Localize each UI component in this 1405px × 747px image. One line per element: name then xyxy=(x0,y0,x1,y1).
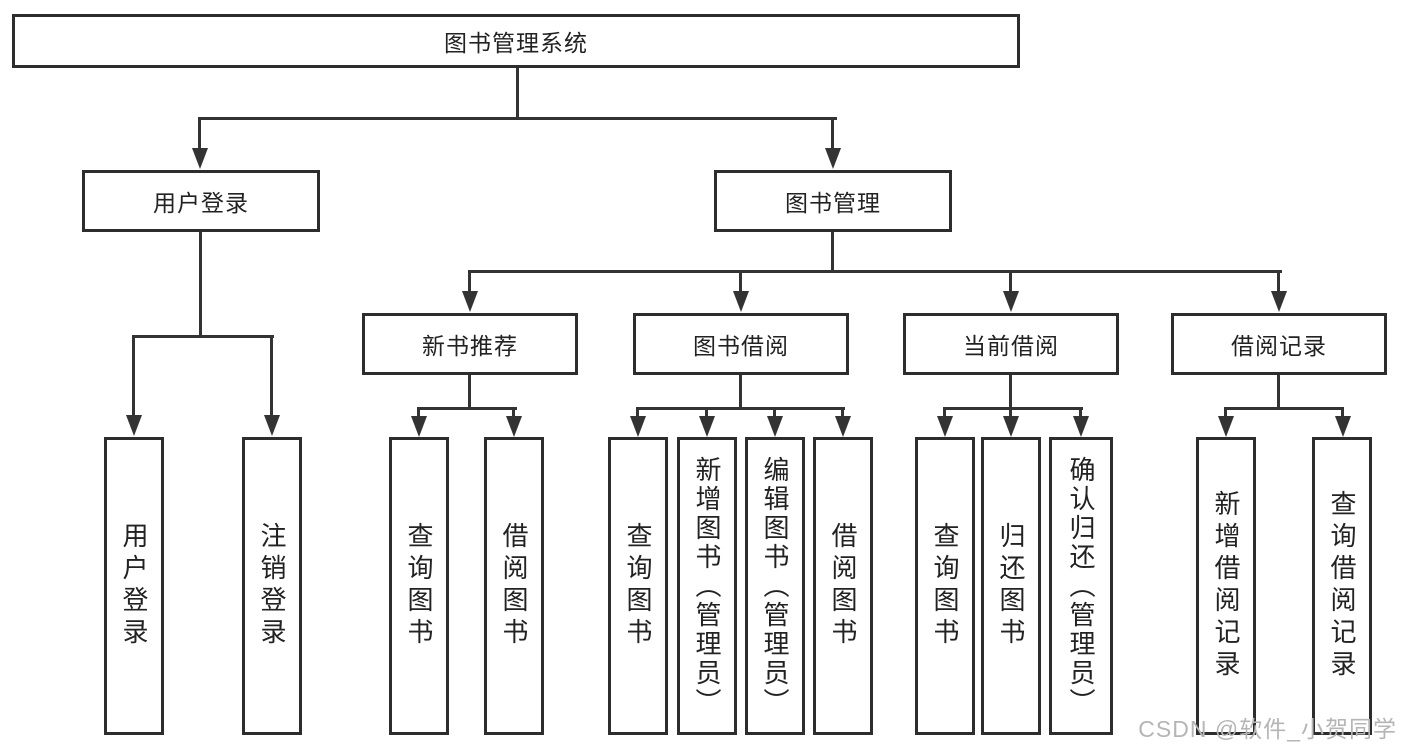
connector-line xyxy=(1341,407,1344,417)
connector-line xyxy=(468,375,471,410)
node-label: 新增借阅记录 xyxy=(1211,490,1241,682)
arrowhead-icon xyxy=(506,416,522,437)
arrowhead-icon xyxy=(733,291,749,312)
connector-line xyxy=(1009,270,1012,293)
connector-line xyxy=(636,407,845,410)
connector-line xyxy=(1079,407,1082,417)
connector-line xyxy=(199,232,202,337)
node-user-login: 用户登录 xyxy=(82,170,320,232)
arrowhead-icon xyxy=(462,291,478,312)
csdn-watermark: CSDN @软件_小贺同学 xyxy=(1138,716,1397,742)
leaf-add-borrow-record: 新增借阅记录 xyxy=(1196,437,1256,735)
arrowhead-icon xyxy=(630,416,646,437)
arrowhead-icon xyxy=(411,416,427,437)
node-label: 归还图书 xyxy=(996,522,1026,650)
connector-line xyxy=(1009,407,1012,417)
arrowhead-icon xyxy=(126,415,142,436)
leaf-query-books-2: 查询图书 xyxy=(608,437,668,735)
node-label: 注销登录 xyxy=(257,522,287,650)
leaf-query-books-3: 查询图书 xyxy=(915,437,975,735)
connector-line xyxy=(132,335,135,416)
node-label: 图书管理 xyxy=(785,190,881,216)
connector-line xyxy=(132,335,274,338)
connector-line xyxy=(1277,375,1280,410)
arrowhead-icon xyxy=(699,416,715,437)
connector-line xyxy=(512,407,515,417)
arrowhead-icon xyxy=(825,148,841,169)
connector-line xyxy=(417,407,517,410)
node-label: 查询图书 xyxy=(404,522,434,650)
leaf-logout: 注销登录 xyxy=(242,437,302,735)
leaf-confirm-return-admin: 确认归还（管理员） xyxy=(1049,437,1113,735)
arrowhead-icon xyxy=(1003,416,1019,437)
node-label: 当前借阅 xyxy=(963,333,1059,359)
node-root-system: 图书管理系统 xyxy=(12,14,1020,68)
connector-line xyxy=(831,117,834,149)
node-label: 用户登录 xyxy=(153,190,249,216)
node-label: 借阅图书 xyxy=(499,522,529,650)
connector-line xyxy=(739,375,742,410)
connector-line xyxy=(198,117,837,120)
node-label: 编辑图书（管理员） xyxy=(760,455,790,717)
arrowhead-icon xyxy=(1003,291,1019,312)
leaf-query-books-1: 查询图书 xyxy=(389,437,449,735)
node-borrow-records: 借阅记录 xyxy=(1171,313,1387,375)
connector-line xyxy=(417,407,420,417)
node-label: 新书推荐 xyxy=(422,333,518,359)
node-label: 借阅记录 xyxy=(1231,333,1327,359)
connector-line xyxy=(198,117,201,149)
connector-line xyxy=(1224,407,1344,410)
arrowhead-icon xyxy=(1271,291,1287,312)
arrowhead-icon xyxy=(192,148,208,169)
arrowhead-icon xyxy=(1073,416,1089,437)
node-label: 用户登录 xyxy=(119,522,149,650)
leaf-borrow-books-2: 借阅图书 xyxy=(813,437,873,735)
node-label: 确认归还（管理员） xyxy=(1066,455,1096,717)
leaf-borrow-books-1: 借阅图书 xyxy=(484,437,544,735)
arrowhead-icon xyxy=(1218,416,1234,437)
arrowhead-icon xyxy=(767,416,783,437)
connector-line xyxy=(636,407,639,417)
arrowhead-icon xyxy=(835,416,851,437)
node-current-borrow: 当前借阅 xyxy=(903,313,1119,375)
node-label: 借阅图书 xyxy=(828,522,858,650)
connector-line xyxy=(468,270,471,293)
leaf-query-borrow-record: 查询借阅记录 xyxy=(1312,437,1372,735)
connector-line xyxy=(705,407,708,417)
arrowhead-icon xyxy=(1335,416,1351,437)
connector-line xyxy=(943,407,1083,410)
node-book-borrow: 图书借阅 xyxy=(633,313,849,375)
leaf-return-books: 归还图书 xyxy=(981,437,1041,735)
connector-line xyxy=(841,407,844,417)
node-new-book-recommend: 新书推荐 xyxy=(362,313,578,375)
connector-line xyxy=(1224,407,1227,417)
node-label: 查询借阅记录 xyxy=(1327,490,1357,682)
leaf-edit-books-admin: 编辑图书（管理员） xyxy=(745,437,805,735)
connector-line xyxy=(1009,375,1012,410)
connector-line xyxy=(943,407,946,417)
node-label: 图书管理系统 xyxy=(444,30,588,56)
connector-line xyxy=(1277,270,1280,293)
connector-line xyxy=(468,270,1282,273)
node-label: 新增图书（管理员） xyxy=(692,455,722,717)
leaf-user-login: 用户登录 xyxy=(104,437,164,735)
arrowhead-icon xyxy=(937,416,953,437)
node-label: 查询图书 xyxy=(623,522,653,650)
leaf-add-books-admin: 新增图书（管理员） xyxy=(677,437,737,735)
node-book-management: 图书管理 xyxy=(714,170,952,232)
connector-line xyxy=(831,232,834,273)
node-label: 图书借阅 xyxy=(693,333,789,359)
connector-line xyxy=(773,407,776,417)
connector-line xyxy=(516,68,519,118)
node-label: 查询图书 xyxy=(930,522,960,650)
arrowhead-icon xyxy=(264,415,280,436)
connector-line xyxy=(739,270,742,293)
connector-line xyxy=(270,335,273,416)
